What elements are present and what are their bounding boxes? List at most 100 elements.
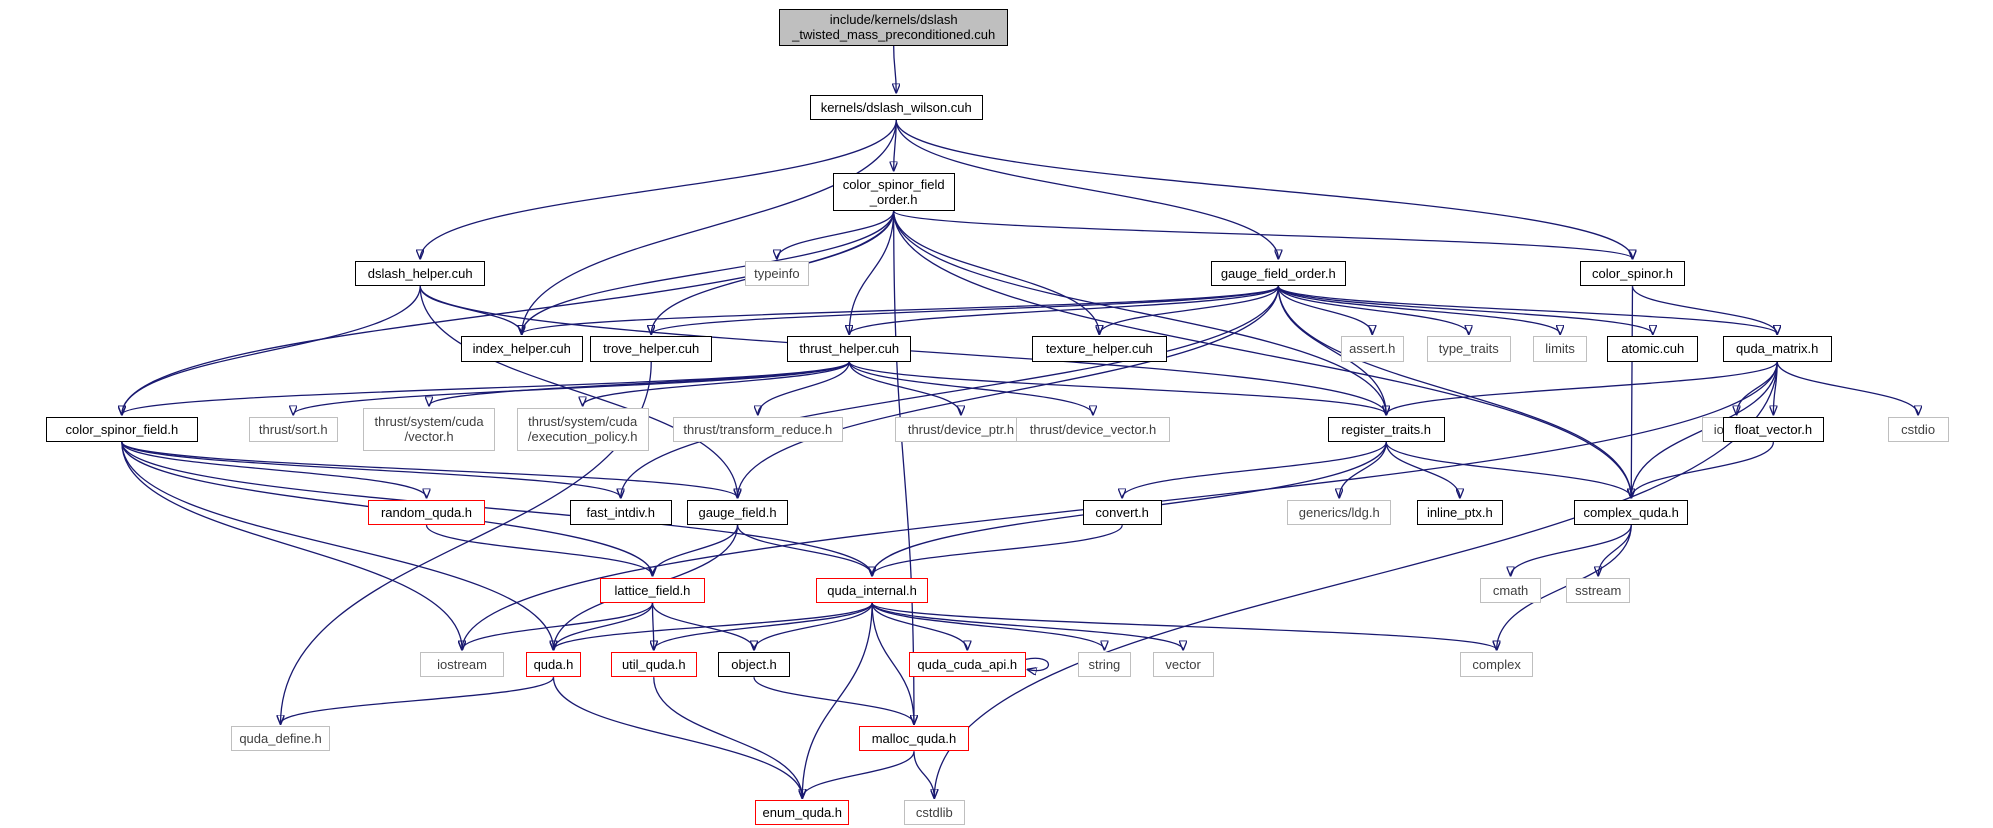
edge-csf-to-quda-h: [121, 442, 554, 650]
node-thrust-dvec[interactable]: thrust/device_vector.h: [1015, 416, 1171, 443]
edge-quda-internal-to-util-quda: [654, 602, 873, 650]
node-thrust-exec[interactable]: thrust/system/cuda /execution_policy.h: [516, 407, 649, 452]
node-object[interactable]: object.h: [718, 651, 790, 678]
node-register-traits[interactable]: register_traits.h: [1327, 416, 1445, 443]
edge-dslash-wilson-to-index-helper: [522, 120, 897, 334]
edge-dslash-helper-to-csf: [122, 286, 421, 414]
edge-csfo-to-index-helper: [522, 210, 895, 334]
edge-dslash-wilson-to-dslash-helper: [420, 120, 897, 259]
node-float-vector[interactable]: float_vector.h: [1722, 416, 1825, 443]
edge-dslash-helper-to-gauge-field: [419, 286, 737, 497]
node-random-quda[interactable]: random_quda.h: [368, 499, 485, 526]
node-typeinfo[interactable]: typeinfo: [745, 260, 809, 287]
edge-thrust-helper-to-register-traits: [848, 361, 1386, 415]
node-lattice-field[interactable]: lattice_field.h: [600, 577, 705, 604]
edge-gfo-to-register-traits: [1277, 286, 1386, 414]
edge-register-traits-to-generics-ldg: [1339, 442, 1387, 498]
edge-csf-to-random-quda: [121, 441, 427, 498]
edge-gfo-to-index-helper: [522, 285, 1279, 334]
node-quda-h[interactable]: quda.h: [525, 651, 582, 678]
edge-csf-to-fast-intdiv: [121, 441, 621, 498]
node-dslash-helper[interactable]: dslash_helper.cuh: [355, 260, 485, 287]
node-enum-quda[interactable]: enum_quda.h: [755, 799, 850, 826]
node-gfo[interactable]: gauge_field_order.h: [1211, 260, 1346, 287]
edge-float-vector-to-complex-quda: [1631, 441, 1775, 498]
edge-root-to-dslash-wilson: [894, 45, 897, 93]
edge-quda-matrix-to-cstdlib: [934, 361, 1778, 798]
node-thrust-dptr[interactable]: thrust/device_ptr.h: [894, 416, 1027, 443]
edge-register-traits-to-inline-ptx: [1385, 442, 1460, 498]
node-convert[interactable]: convert.h: [1082, 499, 1162, 526]
node-root[interactable]: include/kernels/dslash _twisted_mass_pre…: [779, 8, 1008, 46]
node-trove-helper[interactable]: trove_helper.cuh: [590, 336, 713, 362]
node-assert[interactable]: assert.h: [1340, 336, 1404, 362]
edge-quda-h-to-enum-quda: [552, 677, 802, 798]
node-thrust-helper[interactable]: thrust_helper.cuh: [787, 336, 912, 362]
edge-convert-to-quda-internal: [872, 524, 1123, 575]
edge-gauge-field-to-lattice-field: [652, 525, 739, 575]
edge-gfo-to-complex-quda: [1277, 286, 1631, 497]
node-cmath[interactable]: cmath: [1480, 577, 1542, 604]
edge-gfo-to-type-traits: [1277, 285, 1468, 334]
node-limits[interactable]: limits: [1533, 336, 1587, 362]
edge-quda-internal-to-object: [754, 602, 873, 650]
node-complex[interactable]: complex: [1459, 651, 1534, 678]
node-quda-internal[interactable]: quda_internal.h: [816, 577, 928, 604]
edge-dslash-wilson-to-gfo: [895, 120, 1278, 259]
edge-malloc-quda-to-enum-quda: [802, 751, 915, 798]
edge-dslash-wilson-to-color-spinor: [895, 120, 1632, 259]
node-string[interactable]: string: [1077, 651, 1132, 678]
node-csfo[interactable]: color_spinor_field _order.h: [832, 172, 955, 211]
node-index-helper[interactable]: index_helper.cuh: [460, 336, 583, 362]
node-csf[interactable]: color_spinor_field.h: [45, 416, 199, 443]
node-quda-matrix[interactable]: quda_matrix.h: [1722, 336, 1832, 362]
node-texture-helper[interactable]: texture_helper.cuh: [1032, 336, 1167, 362]
edge-lattice-field-to-iostream: [462, 602, 654, 650]
edge-quda-matrix-to-register-traits: [1386, 361, 1778, 415]
edge-quda-internal-to-quda-cuda-api: [871, 602, 967, 650]
edge-csfo-to-color-spinor: [893, 210, 1633, 259]
node-fast-intdiv[interactable]: fast_intdiv.h: [569, 499, 672, 526]
edge-thrust-helper-to-thrust-dptr: [848, 361, 961, 415]
edge-csf-to-gauge-field: [121, 441, 738, 498]
node-cstdlib[interactable]: cstdlib: [903, 799, 965, 826]
edge-thrust-helper-to-thrust-cuda-vector: [429, 361, 850, 406]
node-type-traits[interactable]: type_traits: [1426, 336, 1511, 362]
edge-csfo-to-malloc-quda: [893, 210, 914, 724]
edge-quda-cuda-api-to-quda-cuda-api: [1025, 657, 1050, 670]
edge-csfo-to-csf: [122, 210, 895, 415]
node-sstream[interactable]: sstream: [1566, 577, 1630, 604]
node-thrust-cuda-vector[interactable]: thrust/system/cuda /vector.h: [363, 407, 496, 452]
node-generics-ldg[interactable]: generics/ldg.h: [1287, 499, 1392, 526]
edge-register-traits-to-convert: [1122, 441, 1387, 498]
node-thrust-sort[interactable]: thrust/sort.h: [248, 416, 338, 443]
edge-quda-h-to-quda-define: [281, 676, 555, 724]
node-inline-ptx[interactable]: inline_ptx.h: [1416, 499, 1503, 526]
node-vector[interactable]: vector: [1152, 651, 1214, 678]
edge-quda-matrix-to-cstdio: [1776, 361, 1918, 415]
node-quda-cuda-api[interactable]: quda_cuda_api.h: [908, 651, 1026, 678]
node-cstdio[interactable]: cstdio: [1887, 416, 1949, 443]
node-color-spinor[interactable]: color_spinor.h: [1580, 260, 1685, 287]
node-gauge-field[interactable]: gauge_field.h: [686, 499, 789, 526]
edge-gfo-to-limits: [1277, 285, 1560, 334]
node-thrust-tr[interactable]: thrust/transform_reduce.h: [672, 416, 843, 443]
edge-malloc-quda-to-cstdlib: [913, 751, 934, 798]
node-atomic[interactable]: atomic.cuh: [1607, 336, 1699, 362]
node-dslash-wilson[interactable]: kernels/dslash_wilson.cuh: [809, 94, 983, 121]
edge-quda-internal-to-string: [871, 602, 1104, 650]
node-util-quda[interactable]: util_quda.h: [610, 651, 697, 678]
edge-csfo-to-typeinfo: [777, 210, 895, 259]
edge-csfo-to-texture-helper: [893, 210, 1100, 334]
node-quda-define[interactable]: quda_define.h: [231, 725, 331, 752]
edge-lattice-field-to-object: [651, 602, 754, 650]
edge-register-traits-to-complex-quda: [1385, 441, 1631, 498]
edge-csf-to-quda-internal: [121, 442, 872, 575]
node-complex-quda[interactable]: complex_quda.h: [1574, 499, 1689, 526]
node-malloc-quda[interactable]: malloc_quda.h: [859, 725, 969, 752]
node-iostream[interactable]: iostream: [420, 651, 504, 678]
edge-object-to-malloc-quda: [753, 677, 914, 724]
edge-thrust-helper-to-thrust-sort: [293, 361, 850, 415]
